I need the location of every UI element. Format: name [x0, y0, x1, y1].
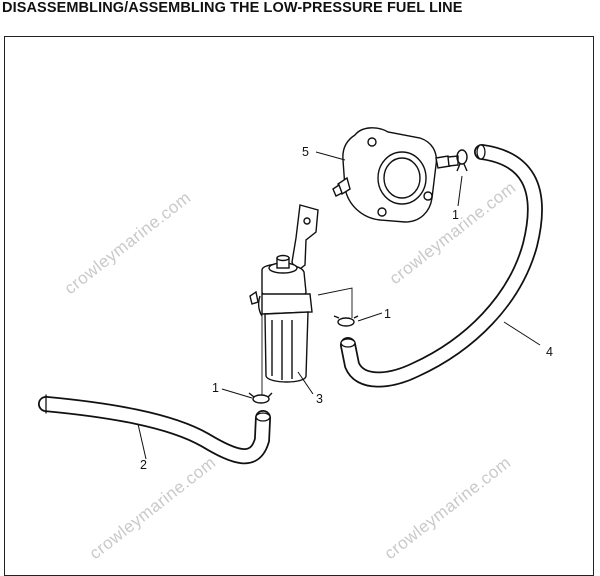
callout-1-middle: 1: [384, 307, 391, 321]
fuel-filter-part-3: [249, 204, 319, 383]
alignment-lines: [261, 287, 353, 395]
hose-part-4: [340, 144, 543, 388]
watermark-3: crowleymarine.com: [86, 453, 220, 562]
clip-part-1-upper: [456, 149, 468, 172]
exploded-diagram: crowleymarine.com crowleymarine.com crow…: [38, 127, 553, 562]
clip-part-1-lower: [248, 392, 273, 404]
leader-lines: [137, 151, 541, 460]
page-title: DISASSEMBLING/ASSEMBLING THE LOW-PRESSUR…: [2, 0, 463, 16]
callout-4: 4: [546, 345, 553, 359]
clip-part-1-middle: [333, 315, 359, 327]
callout-5: 5: [302, 145, 309, 159]
fuel-pump-part-5: [332, 127, 459, 223]
callout-1-upper: 1: [452, 208, 459, 222]
callout-3: 3: [316, 392, 323, 406]
hose-part-2: [38, 394, 271, 465]
callout-1-lower: 1: [212, 381, 219, 395]
watermark-1: crowleymarine.com: [61, 188, 195, 298]
watermark-4: crowleymarine.com: [381, 453, 515, 562]
callout-2: 2: [140, 458, 147, 472]
callouts: 5 1 1 4 3 1 2: [140, 145, 553, 472]
